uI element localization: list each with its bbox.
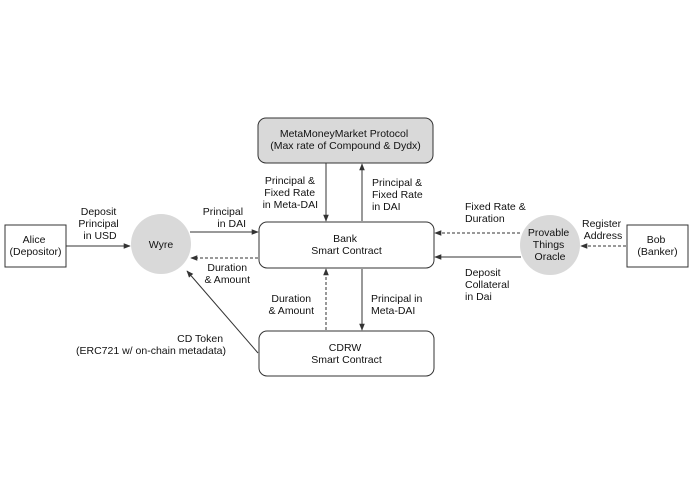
bank-line-1: Bank: [333, 233, 358, 245]
alice-line-2: (Depositor): [10, 246, 62, 258]
node-cdrw: CDRW Smart Contract: [258, 330, 435, 377]
bob-line-2: (Banker): [637, 246, 677, 258]
svg-text:Bob (Banker): Bob (Banker): [637, 234, 677, 258]
label-wyre-bank: Principal in DAI: [203, 206, 246, 230]
label-bank-wyre: Duration & Amount: [204, 262, 250, 286]
svg-text:Provable Things Or: Provable Things Oracle: [528, 227, 572, 263]
svg-text:Bank Smart Contract: Bank Smart Contract: [311, 233, 382, 257]
svg-text:CDRW Smart Contract: CDRW Smart Contract: [311, 342, 382, 366]
svg-text:MetaMoneyMarket Protocol: MetaMoneyMarket Protocol (Max rate of Co…: [270, 128, 421, 152]
svg-text:Wyre: Wyre: [149, 239, 174, 251]
bob-line-1: Bob: [647, 234, 666, 246]
label-cdrw-wyre: CD Token (ERC721 w/ on-chain metadata): [76, 333, 226, 357]
bank-line-2: Smart Contract: [311, 245, 382, 257]
alice-line-1: Alice: [23, 234, 46, 246]
label-bob-oracle: Register Address: [582, 218, 624, 242]
oracle-line-2: Things: [533, 239, 565, 251]
label-bank-mmm: Principal & Fixed Rate in Meta-DAI: [263, 175, 318, 211]
label-oracle-bank-collateral: Deposit Collateral in Dai: [465, 267, 512, 303]
label-bank-cdrw: Principal in Meta-DAI: [371, 293, 425, 317]
node-metamoneymarket: MetaMoneyMarket Protocol (Max rate of Co…: [257, 117, 434, 164]
mmm-line-2: (Max rate of Compound & Dydx): [270, 140, 421, 152]
oracle-line-1: Provable: [528, 227, 570, 239]
label-alice-wyre: Deposit Principal in USD: [78, 206, 121, 242]
cdrw-line-1: CDRW: [329, 342, 362, 354]
label-cdrw-bank: Duration & Amount: [268, 293, 314, 317]
label-mmm-bank: Principal & Fixed Rate in DAI: [372, 177, 426, 213]
cdrw-line-2: Smart Contract: [311, 354, 382, 366]
node-bob: Bob (Banker): [626, 224, 689, 268]
mmm-line-1: MetaMoneyMarket Protocol: [280, 128, 408, 140]
edge-cdrw-to-wyre: [186, 270, 259, 354]
svg-text:Alice (Depositor): Alice (Depositor): [10, 234, 62, 258]
label-oracle-bank-rate: Fixed Rate & Duration: [465, 201, 529, 225]
node-oracle: Provable Things Oracle: [520, 215, 580, 275]
node-wyre: Wyre: [131, 214, 191, 274]
wyre-line-1: Wyre: [149, 239, 174, 251]
node-alice: Alice (Depositor): [4, 224, 67, 268]
oracle-line-3: Oracle: [535, 251, 566, 263]
node-bank: Bank Smart Contract: [258, 221, 435, 269]
